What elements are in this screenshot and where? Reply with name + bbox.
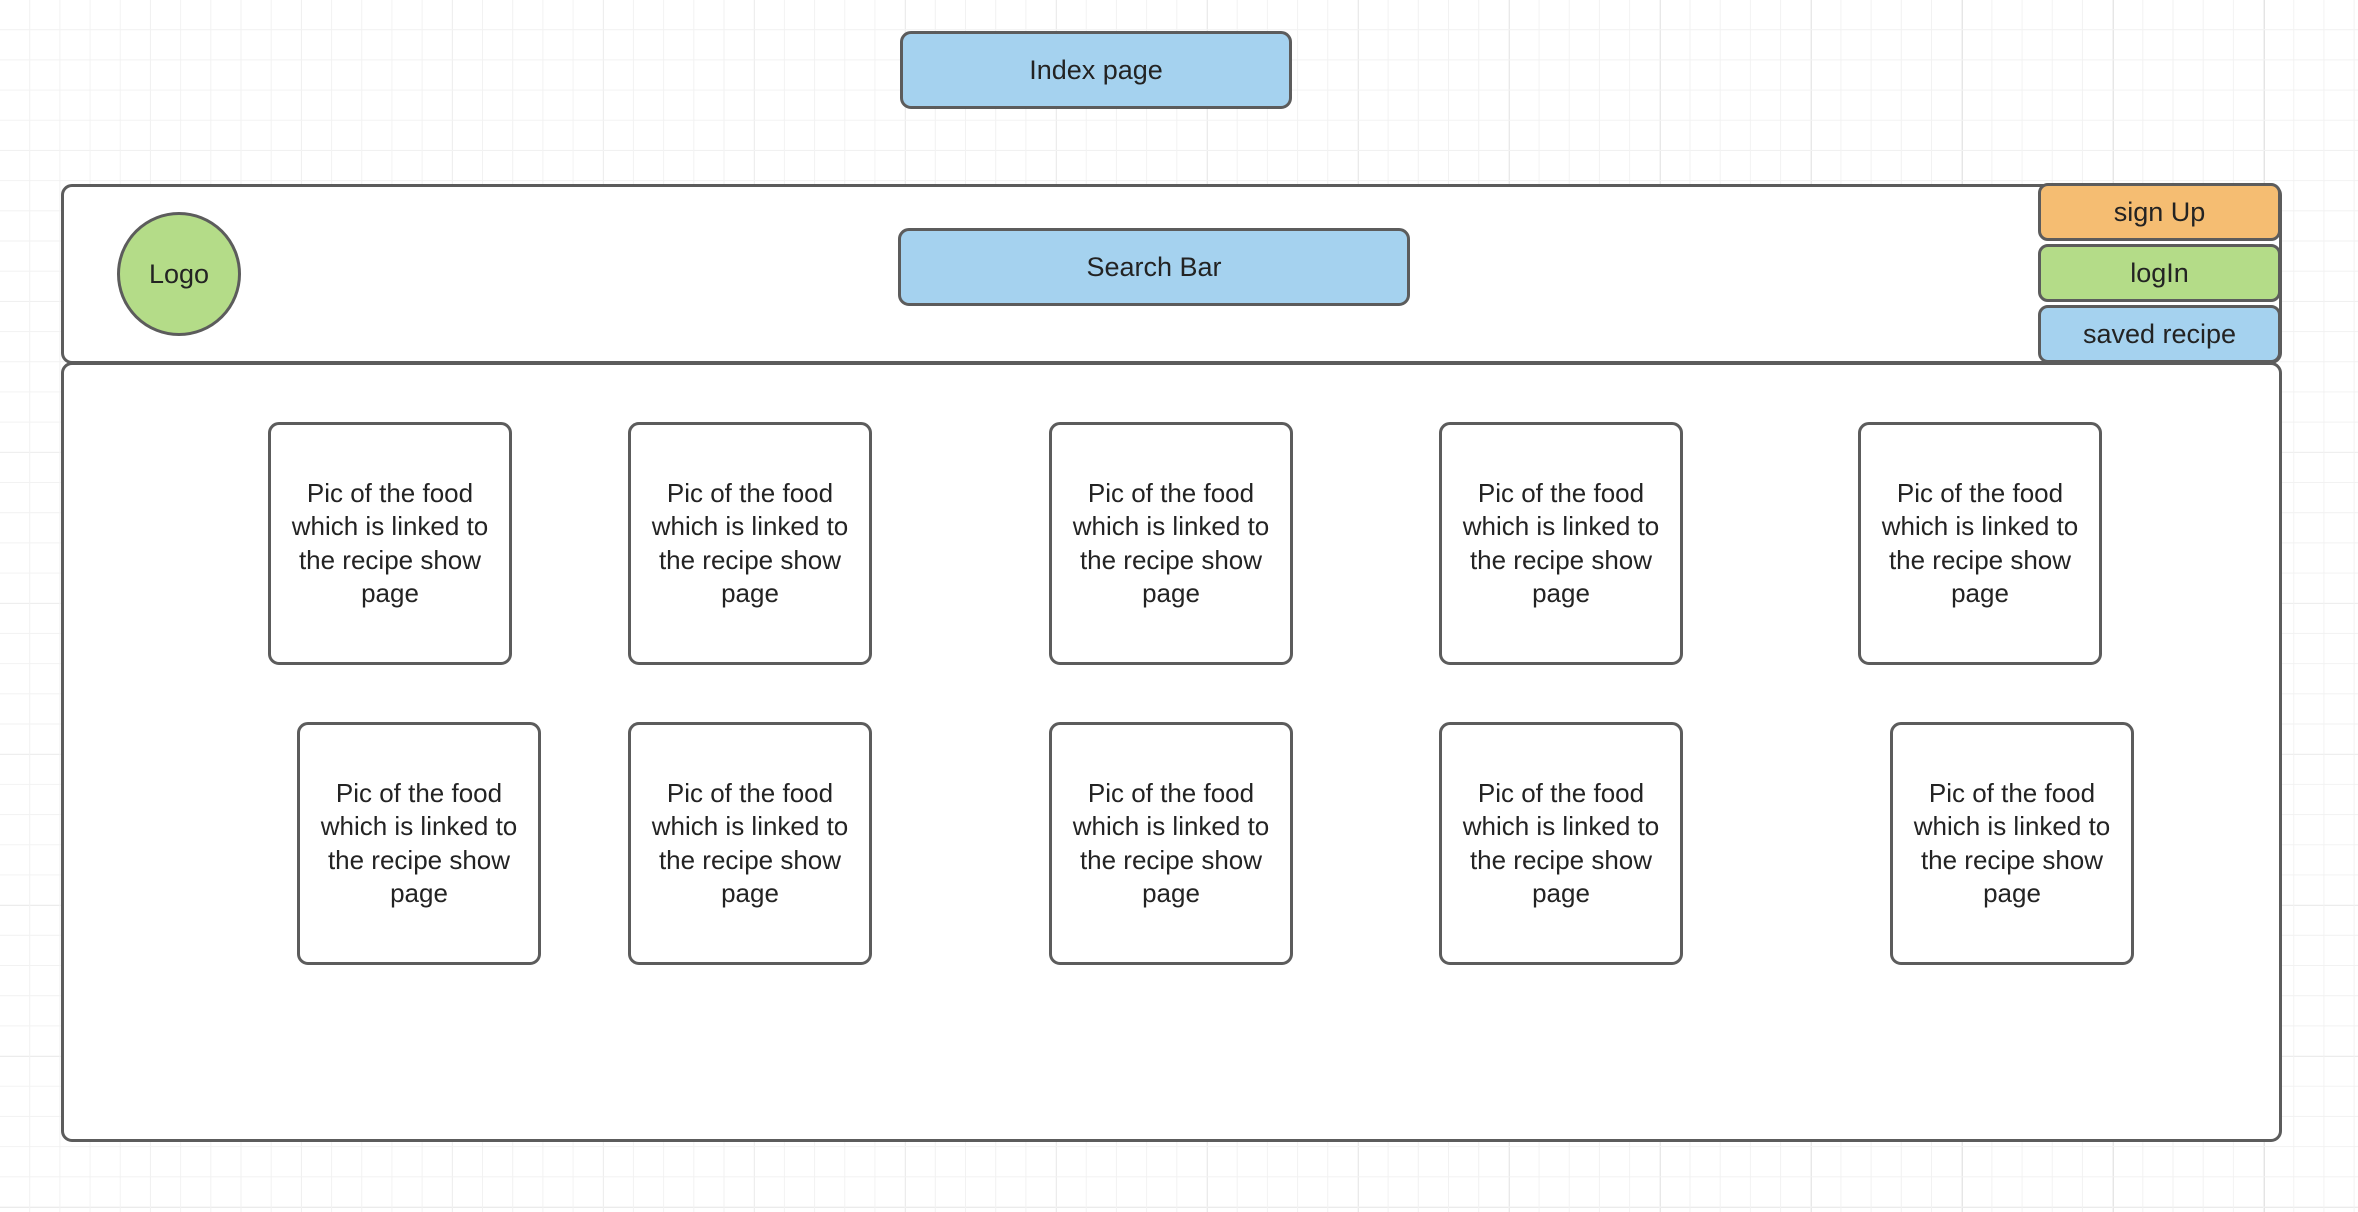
search-bar-label: Search Bar <box>1086 251 1222 282</box>
recipe-card[interactable]: Pic of the food which is linked to the r… <box>297 722 541 965</box>
recipe-card[interactable]: Pic of the food which is linked to the r… <box>1890 722 2134 965</box>
saved-recipe-button[interactable]: saved recipe <box>2038 305 2281 363</box>
search-input[interactable]: Search Bar <box>898 228 1410 306</box>
logo-circle[interactable]: Logo <box>117 212 241 336</box>
recipe-card-text: Pic of the food which is linked to the r… <box>320 777 518 908</box>
recipe-card[interactable]: Pic of the food which is linked to the r… <box>268 422 512 665</box>
index-page-label[interactable]: Index page <box>900 31 1292 109</box>
recipe-card[interactable]: Pic of the food which is linked to the r… <box>1439 422 1683 665</box>
logo-label: Logo <box>148 258 210 289</box>
sign-up-label: sign Up <box>2113 196 2206 227</box>
recipe-card-text: Pic of the food which is linked to the r… <box>1881 477 2079 608</box>
recipe-card[interactable]: Pic of the food which is linked to the r… <box>1858 422 2102 665</box>
recipe-card[interactable]: Pic of the food which is linked to the r… <box>628 722 872 965</box>
recipe-card-text: Pic of the food which is linked to the r… <box>1462 777 1660 908</box>
index-page-label-text: Index page <box>1029 54 1163 85</box>
recipe-card[interactable]: Pic of the food which is linked to the r… <box>1439 722 1683 965</box>
saved-recipe-label: saved recipe <box>2082 318 2237 349</box>
recipe-card[interactable]: Pic of the food which is linked to the r… <box>628 422 872 665</box>
recipe-card-text: Pic of the food which is linked to the r… <box>1072 477 1270 608</box>
recipe-card-text: Pic of the food which is linked to the r… <box>651 777 849 908</box>
recipe-card[interactable]: Pic of the food which is linked to the r… <box>1049 422 1293 665</box>
recipe-card-text: Pic of the food which is linked to the r… <box>1462 477 1660 608</box>
recipe-card-text: Pic of the food which is linked to the r… <box>1072 777 1270 908</box>
recipe-card-text: Pic of the food which is linked to the r… <box>291 477 489 608</box>
recipe-card-text: Pic of the food which is linked to the r… <box>1913 777 2111 908</box>
log-in-label: logIn <box>2130 257 2189 288</box>
sign-up-button[interactable]: sign Up <box>2038 183 2281 241</box>
recipe-card[interactable]: Pic of the food which is linked to the r… <box>1049 722 1293 965</box>
log-in-button[interactable]: logIn <box>2038 244 2281 302</box>
recipe-card-text: Pic of the food which is linked to the r… <box>651 477 849 608</box>
